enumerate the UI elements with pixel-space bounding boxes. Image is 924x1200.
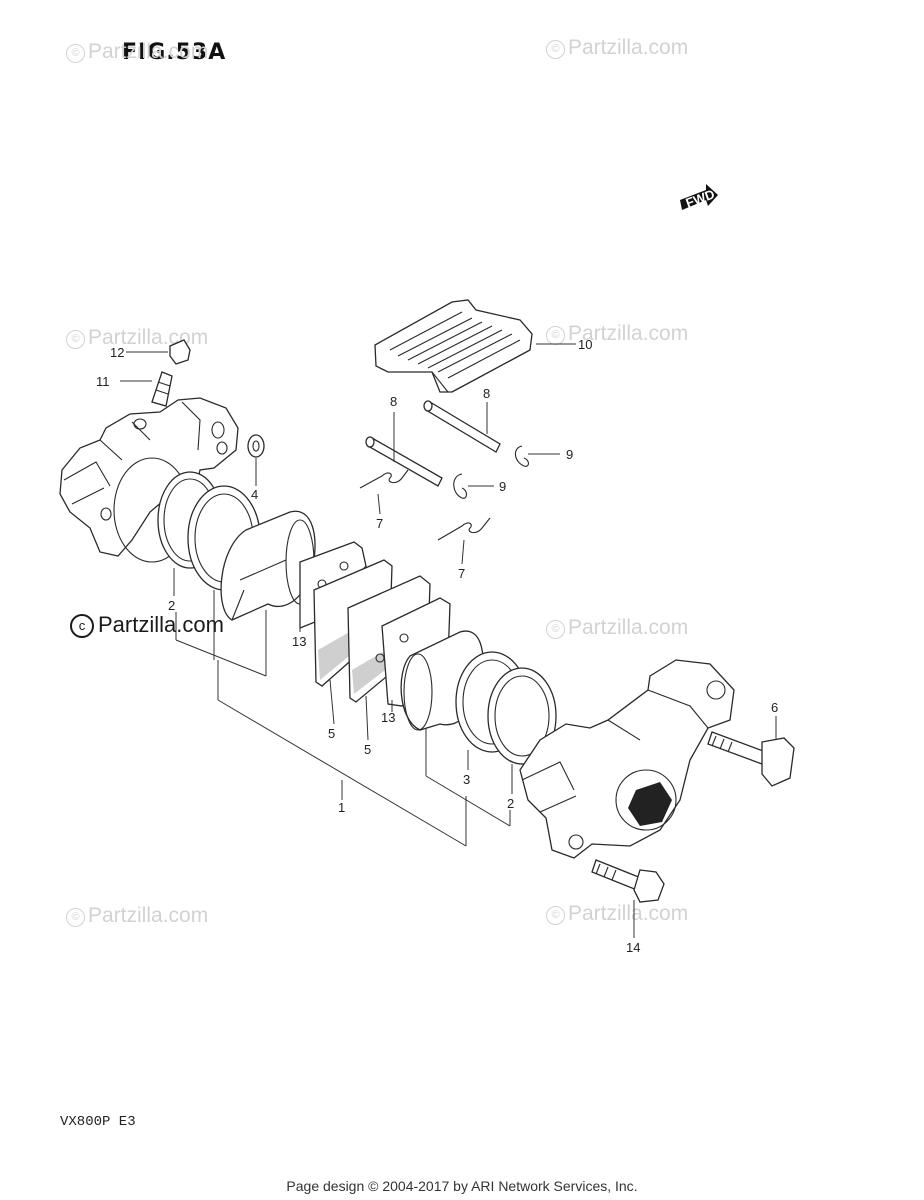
callout-13: 13 [292,634,306,649]
fwd-label: FWD [684,186,717,210]
callout-8: 8 [483,386,490,401]
figure-title: FIG.53A [122,40,227,65]
caliper-right [519,659,735,859]
copyright-icon: © [66,44,85,63]
copyright-icon: c [70,614,94,638]
dust-seal-right [487,667,557,765]
copyright-icon: © [66,908,85,927]
watermark: ©Partzilla.com [546,36,688,60]
pad-spring-upper [359,469,409,489]
callout-1: 1 [338,800,345,815]
copyright-icon: © [546,40,565,59]
callout-13: 13 [381,710,395,725]
callout-5: 5 [364,742,371,757]
caliper-left [59,397,239,563]
pad-spring-cover [374,299,533,393]
bleeder-cap [169,339,191,365]
bleeder-valve [151,371,173,407]
pad-pin-lower [365,436,443,487]
callout-labels: 12 11 4 8 8 10 9 9 7 7 2 13 5 5 13 3 2 1… [96,337,778,955]
copyright-icon: © [546,620,565,639]
watermark: ©Partzilla.com [546,616,688,640]
callout-14: 14 [626,940,640,955]
watermark: ©Partzilla.com [546,902,688,926]
copyright-icon: © [66,330,85,349]
footer-copyright: Page design © 2004-2017 by ARI Network S… [286,1178,638,1194]
callout-2: 2 [507,796,514,811]
callout-9: 9 [499,479,506,494]
callout-10: 10 [578,337,592,352]
model-code: VX800P E3 [60,1114,136,1130]
pin-clip-lower [453,473,468,499]
pad-pin-upper [423,400,501,453]
callout-4: 4 [251,487,258,502]
leader-lines [120,343,777,938]
callout-3: 3 [463,772,470,787]
callout-11: 11 [96,374,110,389]
copyright-icon: © [546,906,565,925]
mounting-bolt-lower [591,859,665,903]
callout-7: 7 [376,516,383,531]
watermark: ©Partzilla.com [66,40,208,64]
pad-spring-lower [437,517,491,541]
callout-8: 8 [390,394,397,409]
washer [247,434,265,458]
callout-12: 12 [110,345,124,360]
watermark: ©Partzilla.com [66,904,208,928]
fwd-arrow-icon: FWD [680,184,718,211]
callout-7: 7 [458,566,465,581]
callout-6: 6 [771,700,778,715]
callout-2: 2 [168,598,175,613]
pin-clip-upper [514,445,530,467]
callout-9: 9 [566,447,573,462]
mounting-bolt-upper [707,731,795,787]
callout-5: 5 [328,726,335,741]
